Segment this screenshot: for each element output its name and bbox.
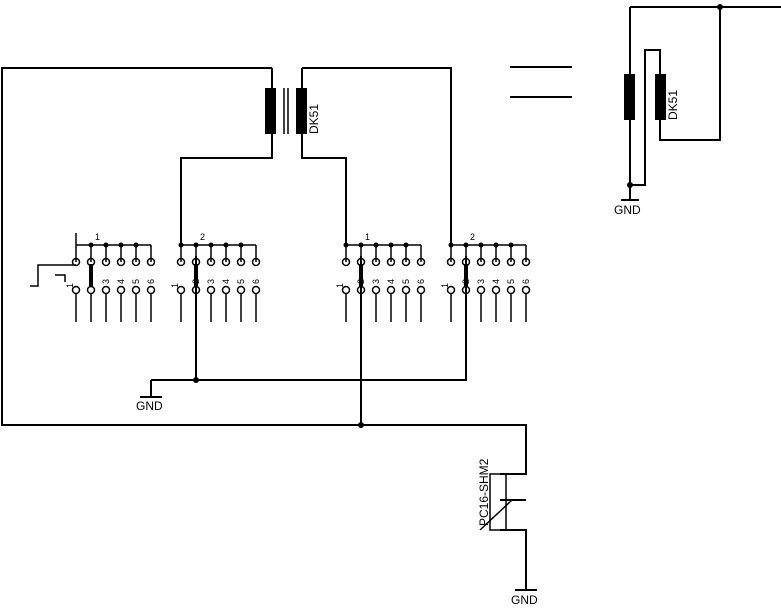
svg-text:5: 5 <box>131 279 141 284</box>
svg-text:6: 6 <box>416 279 426 284</box>
svg-text:3: 3 <box>206 279 216 284</box>
main-wires <box>1 67 527 590</box>
potentiometer: PC16-SHM2 <box>477 458 526 531</box>
bank2-b-label: 2 <box>470 232 475 242</box>
svg-text:5: 5 <box>236 279 246 284</box>
svg-text:5: 5 <box>506 279 516 284</box>
svg-text:4: 4 <box>116 279 126 284</box>
svg-text:1: 1 <box>170 283 180 288</box>
svg-text:1: 1 <box>65 283 75 288</box>
equals-symbol <box>510 66 572 98</box>
gnd-symbol-middle: GND <box>136 396 163 413</box>
switch-bank-1: 1 2 <box>30 232 261 322</box>
svg-text:3: 3 <box>476 279 486 284</box>
svg-text:1: 1 <box>440 283 450 288</box>
bank2-a-label: 1 <box>365 232 370 242</box>
step-symbol <box>30 264 76 287</box>
gnd-label-middle: GND <box>136 399 163 413</box>
svg-text:6: 6 <box>251 279 261 284</box>
svg-text:2: 2 <box>461 279 471 284</box>
svg-text:4: 4 <box>221 279 231 284</box>
svg-text:6: 6 <box>146 279 156 284</box>
potentiometer-label: PC16-SHM2 <box>477 458 491 526</box>
svg-text:6: 6 <box>521 279 531 284</box>
bank1-b-label: 2 <box>200 232 205 242</box>
bank1-a-label: 1 <box>95 232 100 242</box>
svg-text:4: 4 <box>491 279 501 284</box>
gnd-label-bottom: GND <box>511 593 538 607</box>
transformer-right-label: DK51 <box>666 90 680 120</box>
transformer-label: DK51 <box>307 104 321 134</box>
svg-text:2: 2 <box>356 279 366 284</box>
gnd-label-right: GND <box>614 203 641 217</box>
junction-dots <box>193 4 723 428</box>
switch-bank-2: 1 2 <box>335 232 531 322</box>
svg-text:1: 1 <box>335 283 345 288</box>
svg-text:2: 2 <box>191 279 201 284</box>
transformer-main: DK51 <box>265 88 321 134</box>
bank2-pin-numbers: 1 2 3 4 5 6 1 2 3 4 5 6 <box>335 279 531 288</box>
svg-text:4: 4 <box>386 279 396 284</box>
svg-text:3: 3 <box>101 279 111 284</box>
svg-text:3: 3 <box>371 279 381 284</box>
svg-text:5: 5 <box>401 279 411 284</box>
bank1-pin-numbers: 1 3 4 5 6 1 2 3 4 5 6 <box>65 279 261 288</box>
transformer-right: DK51 GND <box>614 6 781 217</box>
gnd-symbol-bottom: GND <box>511 589 538 607</box>
